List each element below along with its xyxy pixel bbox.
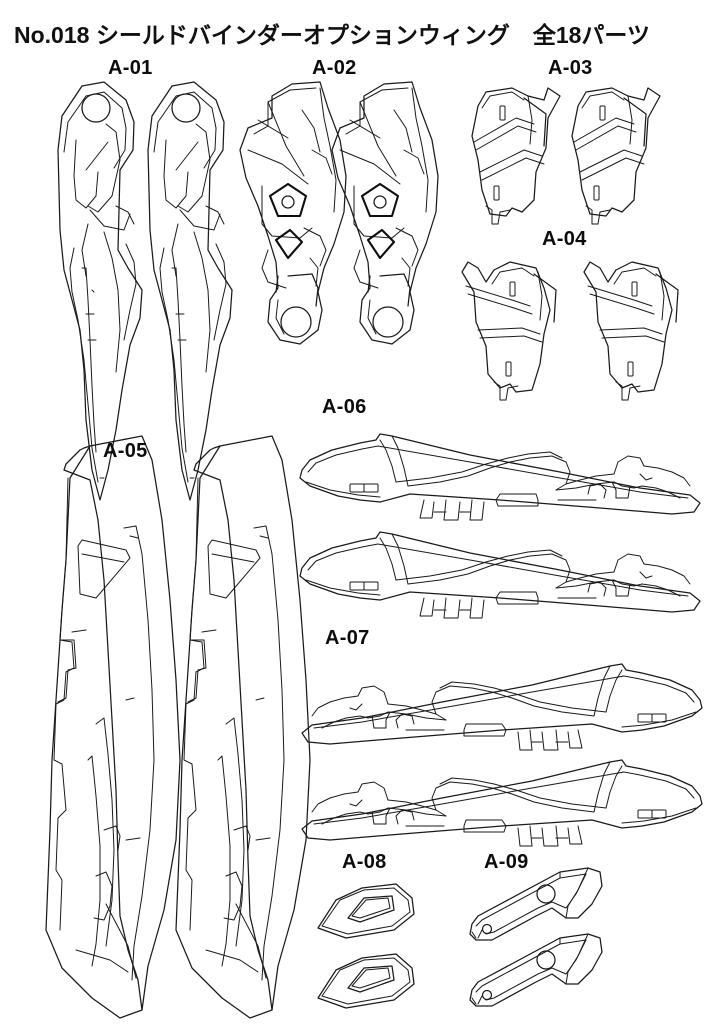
part-A-05-right [175,435,311,1019]
part-A-05-left [45,435,181,1019]
part-A-03-left [471,87,561,225]
part-A-08-top [317,883,415,939]
sheet-title: No.018 シールドバインダーオプションウィング 全18パーツ [14,22,650,48]
part-label-A-07: A-07 [325,627,370,649]
part-A-07-bottom [301,759,703,847]
part-label-A-04: A-04 [542,228,587,250]
part-label-A-09: A-09 [484,851,529,873]
part-label-A-01: A-01 [108,57,153,79]
part-label-A-06: A-06 [322,396,367,418]
part-A-07-top [301,663,703,751]
part-A-09-top [469,867,603,941]
part-A-01-right [147,81,233,501]
part-A-06-top [299,433,701,521]
part-A-04-right [583,261,679,401]
part-A-06-bottom [299,531,701,619]
part-A-03-right [571,87,661,225]
part-label-A-08: A-08 [342,851,387,873]
part-A-08-bottom [317,953,415,1009]
part-A-02-left [239,81,347,345]
part-label-A-02: A-02 [312,57,357,79]
part-A-04-left [461,261,557,401]
part-A-09-bottom [469,933,603,1007]
part-A-01-left [57,81,143,501]
part-label-A-03: A-03 [548,57,593,79]
part-label-A-05: A-05 [103,440,148,462]
part-A-02-right [331,81,439,345]
